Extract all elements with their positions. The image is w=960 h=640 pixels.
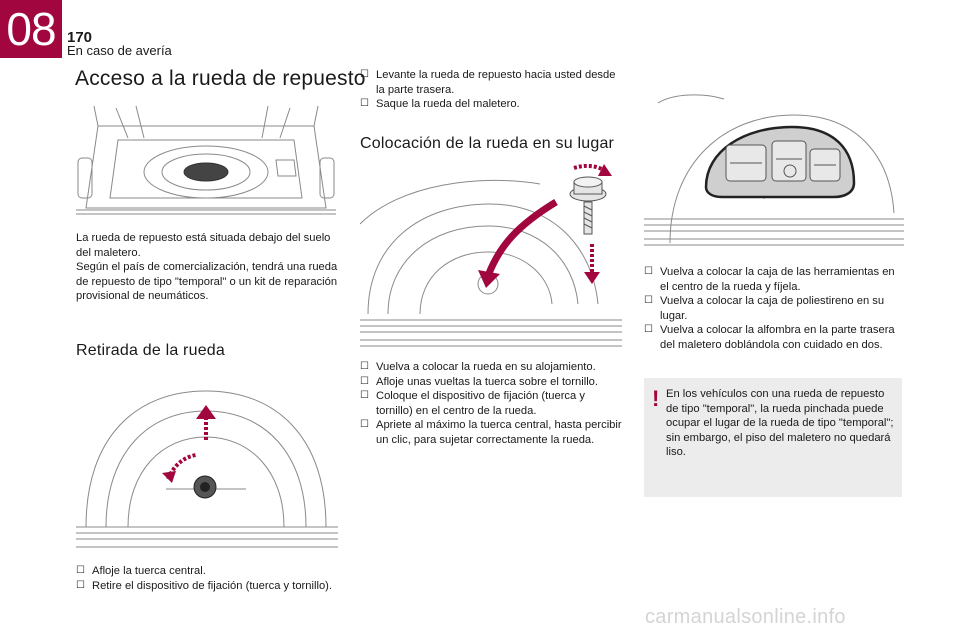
warning-icon: !: [652, 386, 660, 411]
list-item: ☐ Levante la rueda de repuesto hacia uste…: [360, 68, 622, 97]
step-text: Vuelva a colocar la rueda en su alojamie…: [376, 361, 596, 373]
list-item: ☐ Vuelva a colocar la rueda en su alojami…: [360, 360, 622, 375]
bullet-marker: ☐: [76, 579, 85, 591]
warning-note-text: En los vehículos con una rueda de repues…: [666, 388, 894, 458]
step-text: Retire el dispositivo de fijación (tuerc…: [92, 579, 333, 592]
removal-steps: ☐ Afloje la tuerca central. ☐ Retire el di…: [76, 564, 338, 593]
bullet-marker: ☐: [360, 98, 369, 109]
section-title-access: Acceso a la rueda de repuesto: [75, 67, 366, 90]
bullet-marker: ☐: [644, 324, 653, 335]
page-number: 170: [67, 29, 93, 46]
final-steps: ☐ Vuelva a colocar la caja de las herrami…: [644, 265, 906, 352]
step-text: Coloque el dispositivo de fijación (tuer…: [376, 390, 585, 417]
bullet-marker: ☐: [360, 69, 369, 80]
access-paragraph-2: Según el país de comercialización, tendr…: [76, 261, 338, 302]
wheel-removal-illustration: [76, 390, 338, 548]
tool-box-illustration: [644, 94, 904, 246]
list-item: ☐ Coloque el dispositivo de fijación (tue…: [360, 389, 622, 418]
wheel-refit-illustration: [360, 164, 622, 347]
step-text: Vuelva a colocar la alfombra en la parte…: [660, 324, 895, 351]
access-paragraph-1: La rueda de repuesto está situada debajo…: [76, 232, 331, 259]
watermark: carmanualsonline.info: [645, 606, 846, 628]
chapter-name: En caso de avería: [67, 43, 172, 58]
lift-steps: ☐ Levante la rueda de repuesto hacia uste…: [360, 68, 622, 112]
step-text: Vuelva a colocar la caja de las herramie…: [660, 266, 895, 293]
bullet-marker: ☐: [360, 361, 369, 372]
trunk-illustration: [76, 105, 336, 215]
section-title-refit: Colocación de la rueda en su lugar: [360, 135, 615, 152]
bullet-marker: ☐: [360, 390, 369, 401]
step-text: Afloje la tuerca central.: [92, 565, 206, 577]
bullet-marker: ☐: [76, 565, 85, 576]
bullet-marker: ☐: [360, 375, 369, 387]
bullet-marker: ☐: [644, 266, 653, 277]
list-item: ☐ Vuelva a colocar la alfombra en la part…: [644, 323, 906, 352]
list-item: ☐ Saque la rueda del maletero.: [360, 97, 622, 112]
list-item: ☐ Afloje unas vueltas la tuerca sobre el …: [360, 375, 622, 390]
bullet-marker: ☐: [644, 295, 653, 306]
step-text: Saque la rueda del maletero.: [376, 98, 520, 110]
list-item: ☐ Apriete al máximo la tuerca central, ha…: [360, 418, 622, 447]
section-title-removal: Retirada de la rueda: [76, 342, 225, 359]
bullet-marker: ☐: [360, 419, 369, 430]
chapter-tab: 08: [0, 0, 62, 58]
list-item: ☐ Afloje la tuerca central.: [76, 564, 338, 579]
list-item: ☐ Retire el dispositivo de fijación (tuer…: [76, 579, 338, 594]
step-text: Levante la rueda de repuesto hacia usted…: [376, 69, 616, 96]
step-text: Apriete al máximo la tuerca central, has…: [376, 419, 622, 446]
warning-note: ! En los vehículos con una rueda de repu…: [644, 378, 902, 497]
list-item: ☐ Vuelva a colocar la caja de las herrami…: [644, 265, 906, 294]
list-item: ☐ Vuelva a colocar la caja de poliestiren…: [644, 294, 906, 323]
step-text: Vuelva a colocar la caja de poliestireno…: [660, 295, 885, 322]
refit-steps: ☐ Vuelva a colocar la rueda en su alojami…: [360, 360, 622, 447]
step-text: Afloje unas vueltas la tuerca sobre el t…: [376, 375, 599, 388]
